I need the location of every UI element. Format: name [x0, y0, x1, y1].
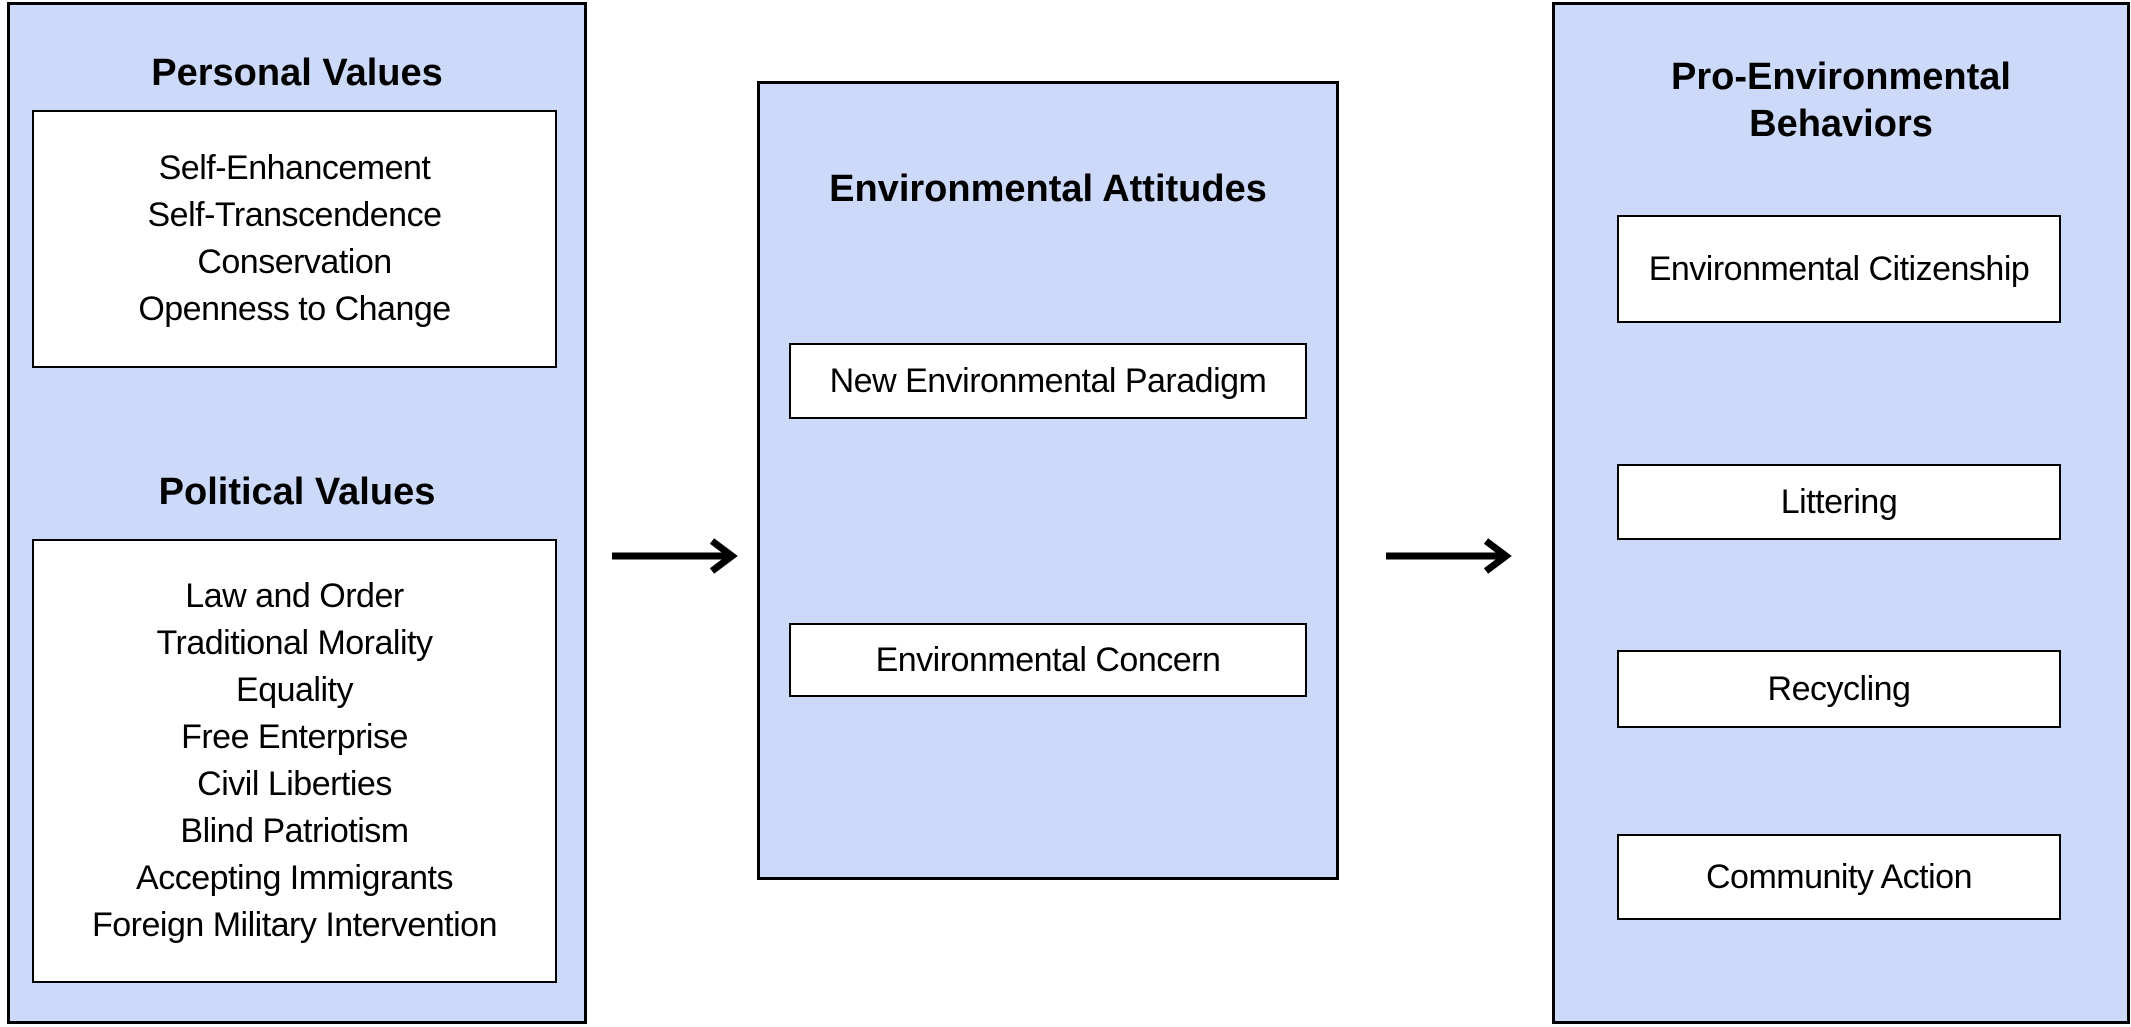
- arrow-right-icon: [1386, 538, 1512, 574]
- political-value-item: Law and Order: [185, 577, 404, 615]
- behavior-box: Littering: [1617, 464, 2061, 540]
- personal-value-item: Conservation: [197, 243, 392, 281]
- personal-values-box: Self-Enhancement Self-Transcendence Cons…: [32, 110, 557, 368]
- political-value-item: Accepting Immigrants: [136, 859, 453, 897]
- political-values-heading: Political Values: [158, 471, 436, 513]
- political-value-item: Civil Liberties: [197, 765, 392, 803]
- personal-value-item: Self-Enhancement: [158, 149, 431, 187]
- personal-value-item: Self-Transcendence: [147, 196, 442, 234]
- political-value-item: Foreign Military Intervention: [91, 906, 498, 944]
- attitude-box: New Environmental Paradigm: [789, 343, 1307, 419]
- behaviors-heading: Pro-Environmental Behaviors: [1552, 54, 2130, 148]
- personal-value-item: Openness to Change: [138, 290, 451, 328]
- behavior-box: Environmental Citizenship: [1617, 215, 2061, 323]
- political-value-item: Equality: [236, 671, 353, 709]
- attitudes-panel: [757, 81, 1339, 880]
- political-value-item: Traditional Morality: [156, 624, 433, 662]
- political-value-item: Blind Patriotism: [180, 812, 409, 850]
- political-values-box: Law and Order Traditional Morality Equal…: [32, 539, 557, 983]
- behaviors-heading-line: Behaviors: [1749, 103, 1933, 145]
- personal-values-heading: Personal Values: [151, 52, 443, 94]
- attitude-box: Environmental Concern: [789, 623, 1307, 697]
- behavior-box: Recycling: [1617, 650, 2061, 728]
- arrow-right-icon: [612, 538, 738, 574]
- attitudes-heading: Environmental Attitudes: [829, 168, 1267, 210]
- behavior-box: Community Action: [1617, 834, 2061, 920]
- behaviors-heading-line: Pro-Environmental: [1671, 56, 2011, 98]
- political-value-item: Free Enterprise: [181, 718, 408, 756]
